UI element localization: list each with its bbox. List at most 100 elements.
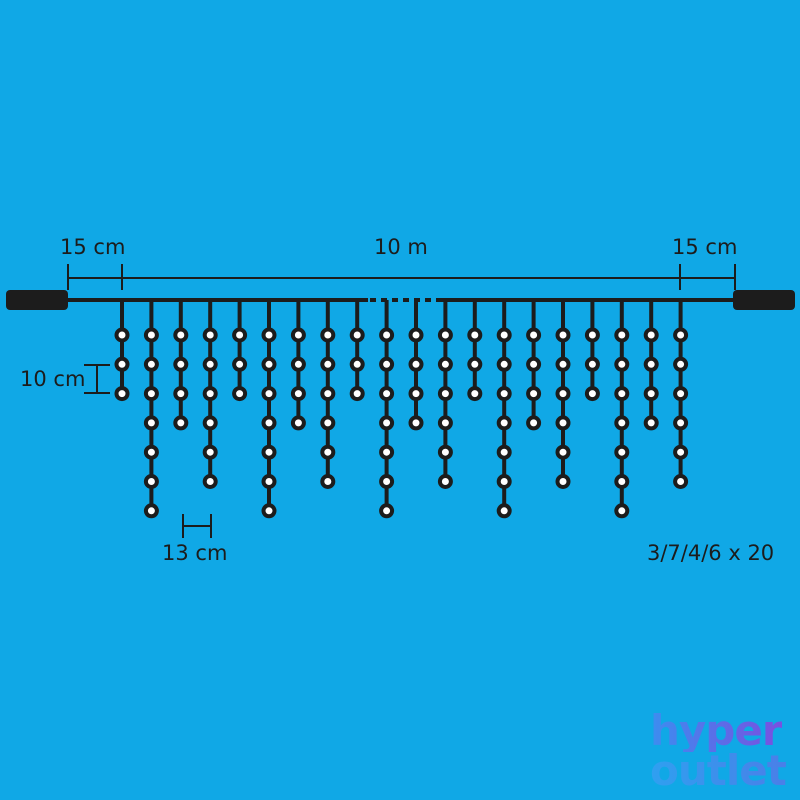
bulb [202, 356, 218, 372]
bulb [555, 386, 571, 402]
bulb [408, 386, 424, 402]
bulb [143, 415, 159, 431]
bulb [143, 444, 159, 460]
bulb [614, 474, 630, 489]
bulb [261, 327, 277, 343]
strand-3 [173, 300, 189, 431]
bulb [143, 327, 159, 343]
hyper-outlet-logo: hyper outlet [650, 702, 800, 800]
bulb [114, 356, 130, 372]
plug-right [733, 290, 795, 310]
bulb [379, 444, 395, 460]
strand-2 [143, 300, 159, 519]
strand-10 [379, 300, 395, 519]
bulb [496, 444, 512, 460]
bulb [555, 444, 571, 460]
bulb [173, 415, 189, 431]
bulb [379, 503, 395, 519]
bulb [526, 386, 542, 402]
bulb [643, 327, 659, 343]
bulb [173, 356, 189, 372]
bulb [496, 386, 512, 402]
strand-16 [555, 300, 571, 489]
bulb [114, 327, 130, 343]
strand-11 [408, 300, 424, 431]
bulb [261, 356, 277, 372]
bulb [467, 356, 483, 372]
bulb [437, 474, 453, 489]
bulb [643, 415, 659, 431]
bulb [349, 356, 365, 372]
label-strand-spacing: 13 cm [162, 541, 227, 565]
bulb [584, 356, 600, 372]
strand-5 [232, 300, 248, 402]
bulb [467, 386, 483, 402]
bulb [555, 327, 571, 343]
bulb [555, 356, 571, 372]
bulb [320, 415, 336, 431]
strand-14 [496, 300, 512, 519]
bulb [290, 356, 306, 372]
bulb [437, 444, 453, 460]
logo-word-outlet: outlet [650, 746, 787, 795]
bulb [261, 503, 277, 519]
bulb [143, 503, 159, 519]
main-cable [6, 290, 795, 310]
bulb [232, 356, 248, 372]
bulb [379, 415, 395, 431]
bulb [349, 327, 365, 343]
bulb [290, 415, 306, 431]
bulb [320, 386, 336, 402]
logo-word-hyper: hyper [650, 706, 783, 755]
strand-7 [290, 300, 306, 431]
bulb [614, 415, 630, 431]
bulb [379, 474, 395, 489]
bulb [232, 386, 248, 402]
label-right-margin: 15 cm [672, 235, 737, 259]
bulb [437, 386, 453, 402]
plug-left [6, 290, 68, 310]
bulb [320, 356, 336, 372]
bulb [261, 444, 277, 460]
strand-17 [584, 300, 600, 402]
bulb [437, 415, 453, 431]
bulb [526, 415, 542, 431]
strand-6 [261, 300, 277, 519]
strand-9 [349, 300, 365, 402]
bulb [202, 444, 218, 460]
bulb [673, 415, 689, 431]
bulb [673, 327, 689, 343]
bulb [114, 386, 130, 402]
strand-20 [673, 300, 689, 489]
bulb [290, 327, 306, 343]
strands [114, 300, 689, 519]
bulb [496, 356, 512, 372]
label-drop-spacing: 10 cm [20, 367, 85, 391]
bulb [349, 386, 365, 402]
bulb [584, 327, 600, 343]
bulb [437, 356, 453, 372]
bulb [379, 386, 395, 402]
bulb [143, 356, 159, 372]
bulb [261, 474, 277, 489]
bulb [202, 386, 218, 402]
bulb [232, 327, 248, 343]
bulb [320, 474, 336, 489]
bulb [614, 444, 630, 460]
bulb [614, 386, 630, 402]
strand-1 [114, 300, 130, 402]
bulb [496, 327, 512, 343]
bulb [173, 386, 189, 402]
bulb [526, 327, 542, 343]
bulb [555, 415, 571, 431]
dimension-lines [67, 264, 736, 538]
strand-18 [614, 300, 630, 519]
bulb [408, 327, 424, 343]
strand-13 [467, 300, 483, 402]
label-configuration: 3/7/4/6 x 20 [647, 541, 774, 565]
strand-15 [526, 300, 542, 431]
bulb [320, 327, 336, 343]
bulb [673, 386, 689, 402]
